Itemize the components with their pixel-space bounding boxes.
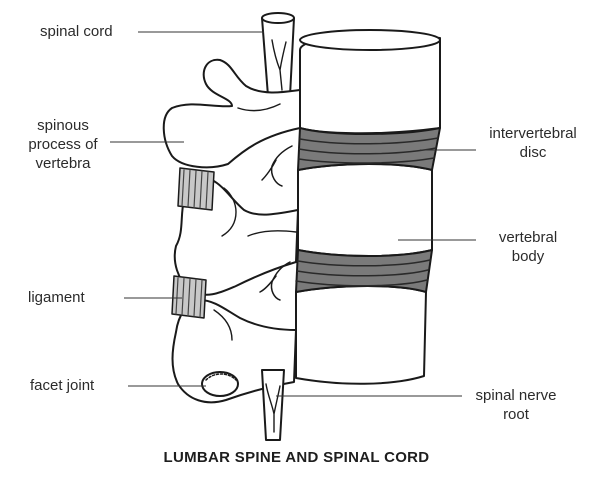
spinal-nerve-root-bottom [262, 370, 284, 440]
facet-joint-shape [202, 372, 238, 396]
diagram-caption: LUMBAR SPINE AND SPINAL CORD [0, 449, 593, 466]
label-vertebral-body: vertebral body [488, 228, 568, 266]
label-ligament: ligament [28, 288, 85, 307]
label-spinous-process: spinous process of vertebra [18, 116, 108, 173]
vertebral-body-stack [296, 30, 440, 384]
label-spinal-cord: spinal cord [40, 22, 113, 41]
label-spinal-nerve-root: spinal nerve root [466, 386, 566, 424]
label-intervertebral-disc: intervertebral disc [480, 124, 586, 162]
spinal-cord-top [262, 13, 294, 96]
label-facet-joint: facet joint [30, 376, 94, 395]
